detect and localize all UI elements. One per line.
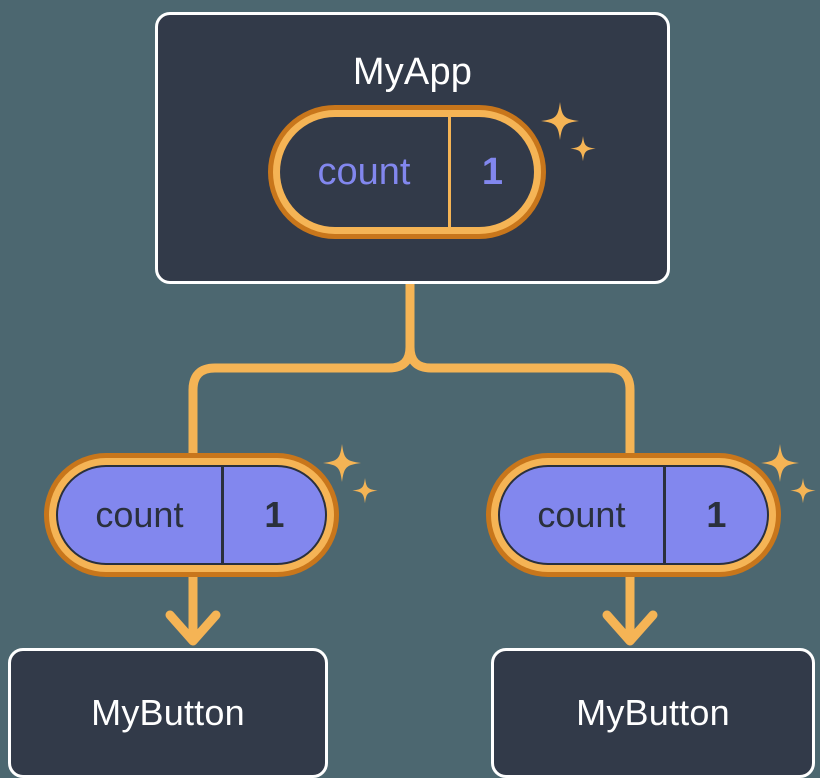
state-pill-mybutton-left[interactable]: count 1	[44, 453, 339, 577]
state-pill-value-mybutton-left: 1	[220, 467, 325, 563]
component-card-mybutton-right[interactable]: MyButton	[491, 648, 815, 778]
component-title-mybutton-right: MyButton	[576, 692, 730, 733]
state-pill-myapp[interactable]: count 1	[268, 105, 546, 239]
state-pill-value-mybutton-right: 1	[662, 467, 767, 563]
state-pill-body: count 1	[280, 117, 534, 227]
arrow-down-icon-left	[165, 610, 221, 646]
state-pill-key-mybutton-left: count	[95, 494, 184, 535]
state-pill-value-myapp: 1	[448, 117, 534, 227]
state-pill-ring-inner: count 1	[491, 458, 776, 572]
state-pill-ring-inner: count 1	[49, 458, 334, 572]
state-pill-body: count 1	[56, 465, 327, 565]
component-title-mybutton-left: MyButton	[91, 692, 245, 733]
sparkle-four-point-small-icon	[352, 478, 378, 504]
state-pill-body: count 1	[498, 465, 769, 565]
state-pill-ring-inner: count 1	[273, 110, 541, 234]
state-pill-mybutton-right[interactable]: count 1	[486, 453, 781, 577]
sparkle-four-point-icon	[323, 444, 361, 482]
state-pill-key-myapp: count	[317, 150, 411, 193]
component-title-myapp: MyApp	[352, 51, 473, 93]
sparkle-four-point-small-icon	[790, 478, 816, 504]
arrow-down-icon-right	[602, 610, 658, 646]
state-pill-key-mybutton-right: count	[537, 494, 626, 535]
connector-myapp-to-left	[188, 279, 415, 465]
component-card-mybutton-left[interactable]: MyButton	[8, 648, 328, 778]
connector-myapp-to-right	[405, 279, 635, 465]
